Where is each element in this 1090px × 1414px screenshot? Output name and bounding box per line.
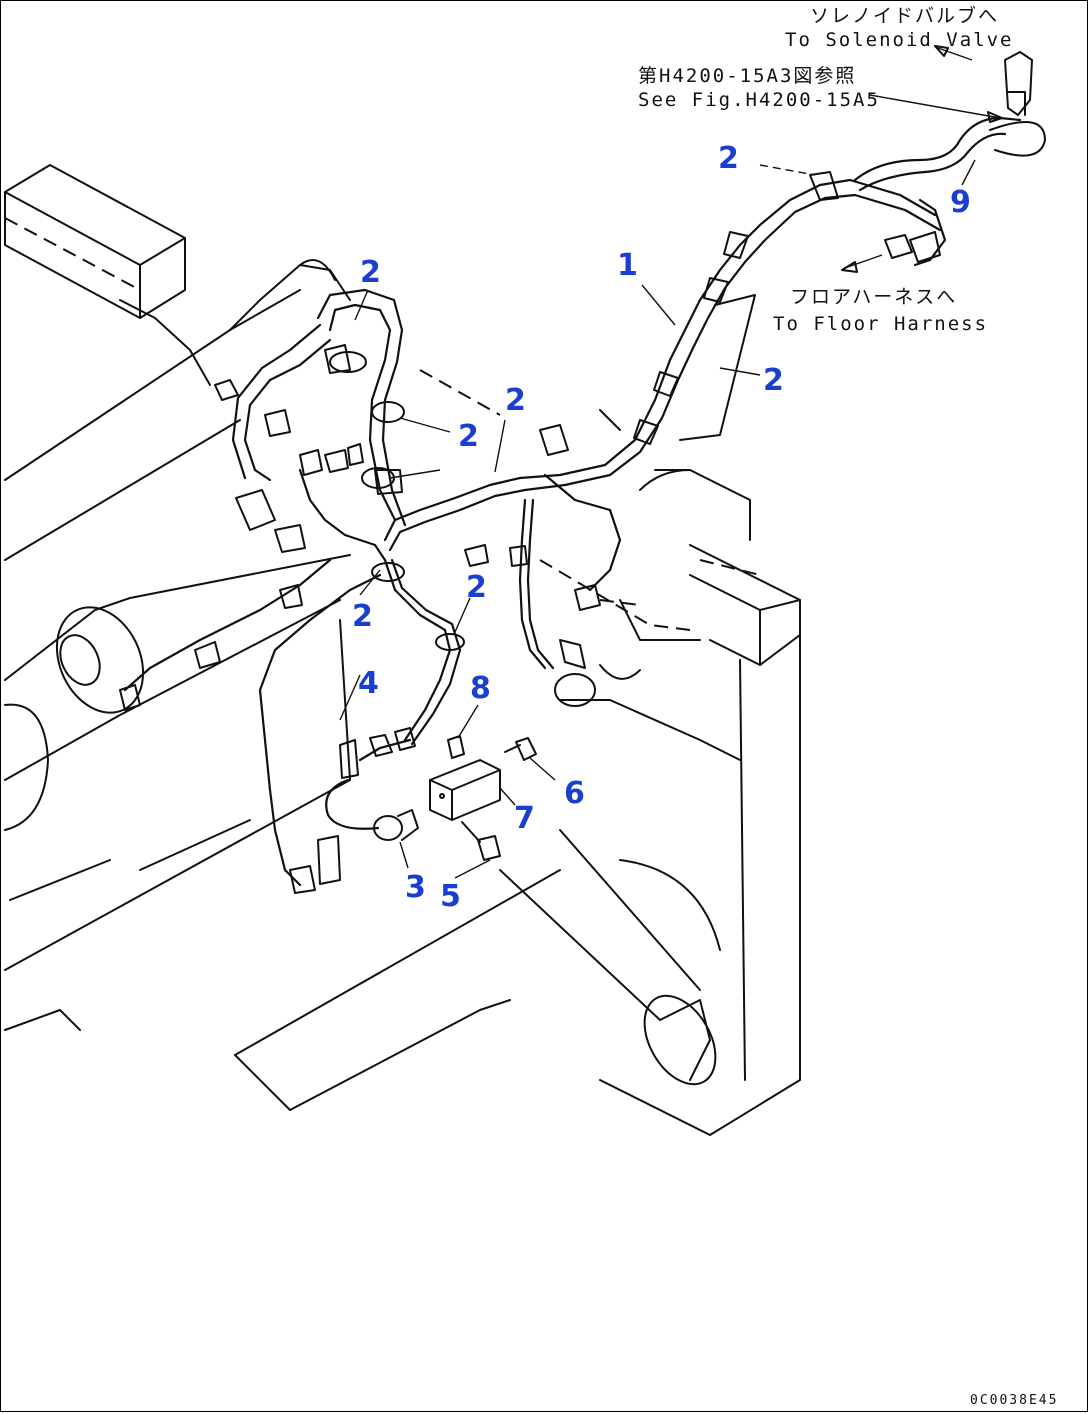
callout-7: 7 bbox=[514, 801, 535, 836]
callout-2-top: 2 bbox=[718, 141, 739, 176]
callout-2-upper-left: 2 bbox=[360, 255, 381, 290]
callout-5: 5 bbox=[440, 879, 461, 914]
hidden-lines bbox=[4, 217, 761, 631]
callout-2-mid: 2 bbox=[505, 383, 526, 418]
wire-harness bbox=[119, 51, 1046, 894]
leader-lines bbox=[339, 45, 1003, 879]
callout-2-right: 2 bbox=[763, 363, 784, 398]
callout-4: 4 bbox=[358, 666, 379, 701]
note-floor-en: To Floor Harness bbox=[773, 313, 988, 335]
callout-2-lower-right: 2 bbox=[466, 570, 487, 605]
drawing-code: 0C0038E45 bbox=[970, 1393, 1058, 1408]
callout-1: 1 bbox=[617, 248, 638, 283]
frame-structure bbox=[4, 164, 801, 1136]
callout-8: 8 bbox=[470, 671, 491, 706]
callout-3: 3 bbox=[405, 870, 426, 905]
notes: ソレノイドバルブへ To Solenoid Valve 第H4200-15A3図… bbox=[638, 4, 1013, 335]
callout-2-center: 2 bbox=[458, 419, 479, 454]
note-solenoid-en: To Solenoid Valve bbox=[785, 29, 1013, 51]
note-fig-en: See Fig.H4200-15A5 bbox=[638, 89, 880, 111]
callout-6: 6 bbox=[564, 776, 585, 811]
callout-2-lower-left: 2 bbox=[352, 599, 373, 634]
note-fig-jp: 第H4200-15A3図参照 bbox=[638, 65, 856, 87]
callout-9: 9 bbox=[950, 185, 971, 220]
note-floor-jp: フロアハーネスへ bbox=[790, 286, 957, 308]
callouts: 1 2 2 2 2 2 2 2 3 4 5 6 7 8 9 bbox=[352, 141, 971, 914]
note-solenoid-jp: ソレノイドバルブへ bbox=[810, 4, 999, 27]
